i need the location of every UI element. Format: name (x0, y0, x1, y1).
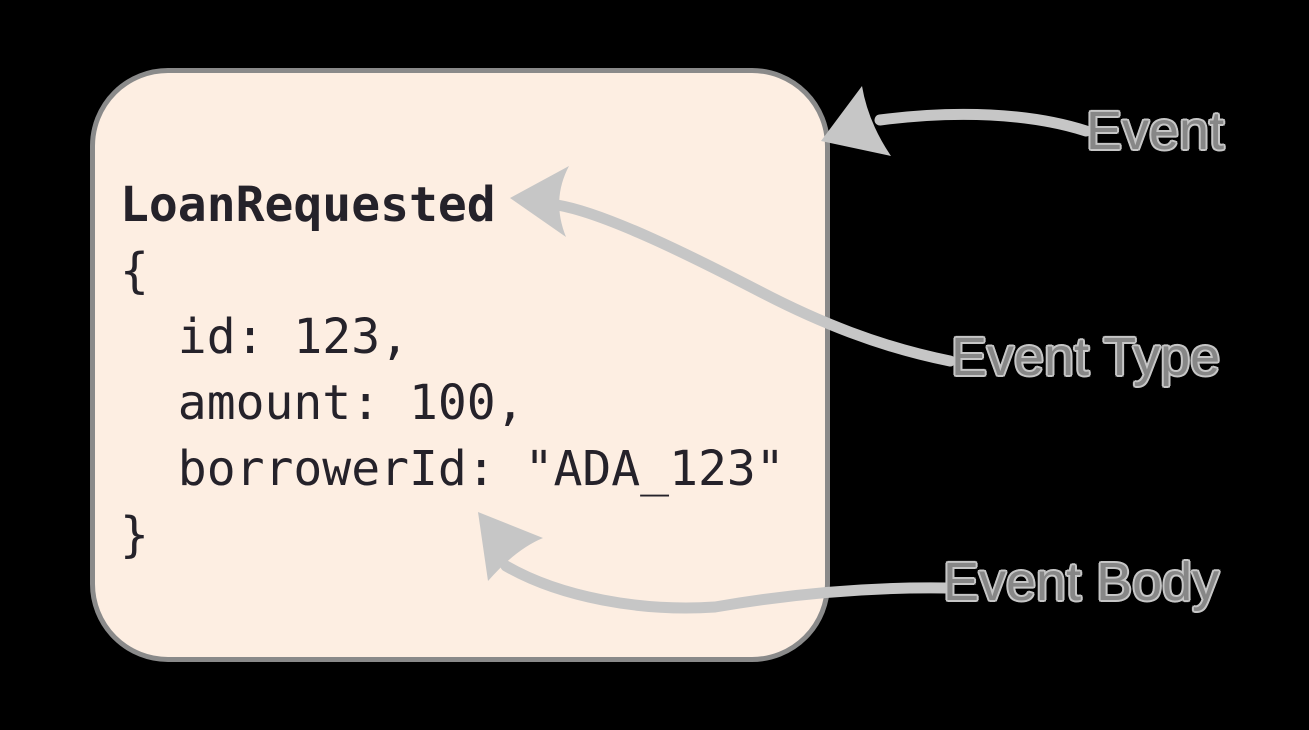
event-arrow (821, 86, 1092, 156)
event-type-label: Event Type (951, 327, 1221, 387)
code-line-open-brace: { (120, 243, 149, 299)
code-line-id: id: 123, (120, 309, 409, 365)
code-line-amount: amount: 100, (120, 375, 525, 431)
event-body-label: Event Body (943, 552, 1220, 612)
event-type-name: LoanRequested (120, 177, 496, 233)
event-label: Event (1086, 101, 1225, 161)
event-code-block: LoanRequested { id: 123, amount: 100, bo… (120, 172, 785, 568)
code-line-close-brace: } (120, 507, 149, 563)
event-arrowhead-icon (821, 86, 891, 156)
code-line-borrower-id: borrowerId: "ADA_123" (120, 441, 785, 497)
event-arrow-line (874, 108, 1092, 137)
